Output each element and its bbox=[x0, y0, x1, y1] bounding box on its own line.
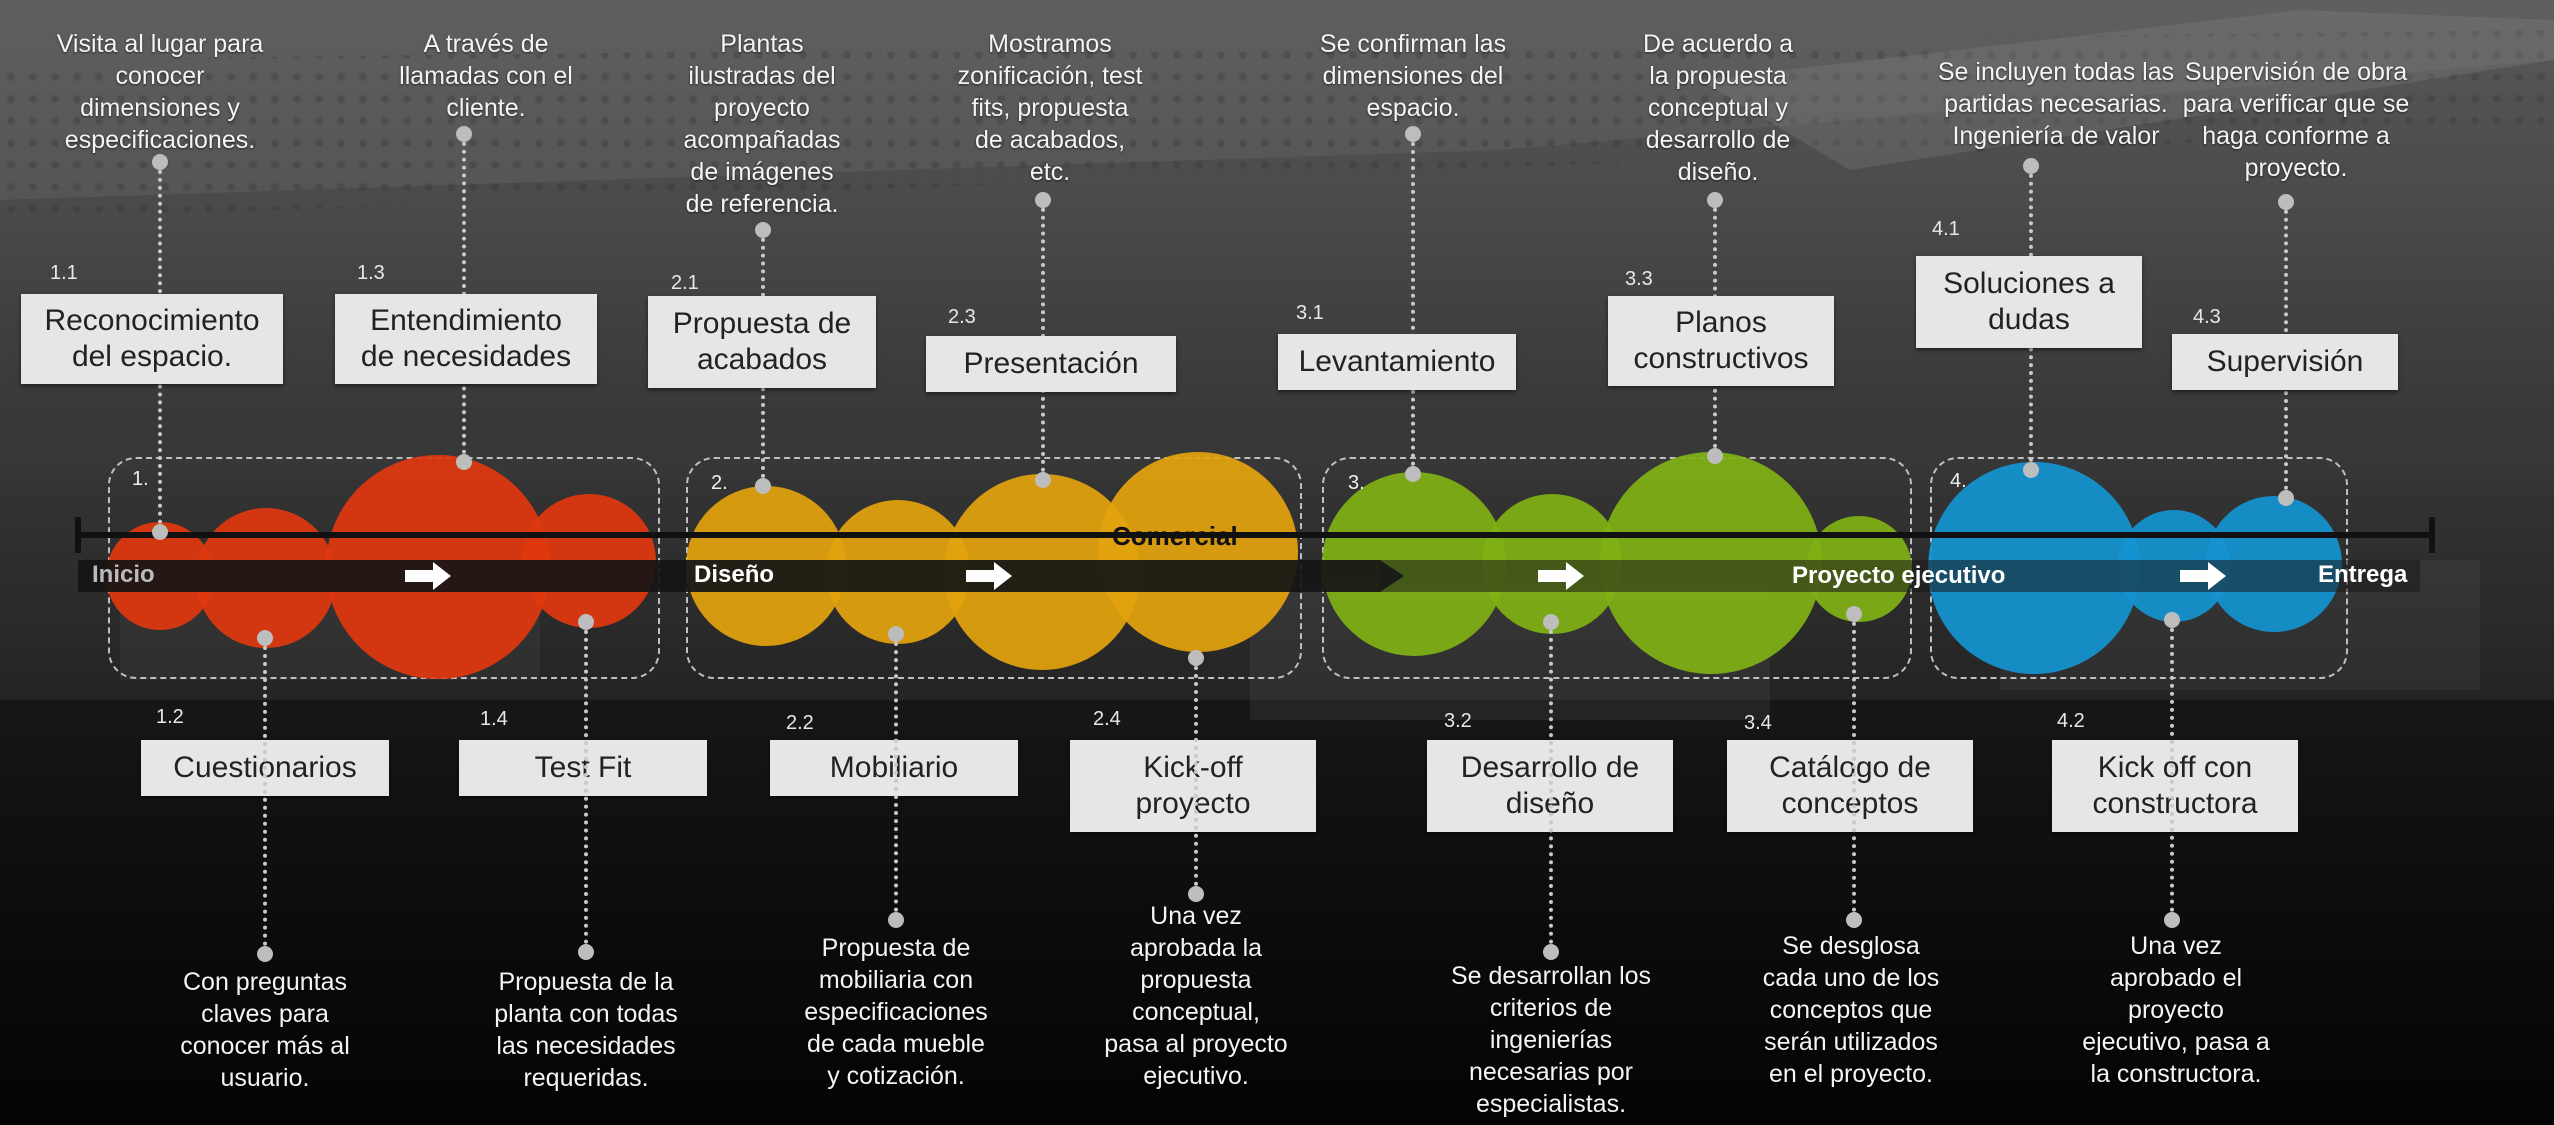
step-description: Plantas ilustradas del proyecto acompaña… bbox=[683, 30, 841, 218]
connector-line bbox=[1194, 658, 1198, 894]
step-number: 2.2 bbox=[786, 712, 814, 734]
step-title-box: Soluciones a dudas bbox=[1916, 256, 2142, 348]
connector-line bbox=[1549, 622, 1553, 952]
connector-line bbox=[263, 638, 267, 954]
connector-dot bbox=[1405, 466, 1421, 482]
step-number: 3.3 bbox=[1625, 268, 1653, 290]
step-description: Se desarrollan los criterios de ingenier… bbox=[1450, 962, 1652, 1118]
phase-2-circle bbox=[1098, 452, 1298, 652]
connector-dot bbox=[578, 614, 594, 630]
step-description: Una vez aprobada la propuesta conceptual… bbox=[1104, 902, 1288, 1090]
connector-dot bbox=[2278, 490, 2294, 506]
step-description: Se incluyen todas las partidas necesaria… bbox=[1937, 58, 2175, 150]
connector-dot bbox=[1846, 912, 1862, 928]
right-arrow-icon bbox=[966, 562, 1012, 590]
right-arrow-icon bbox=[405, 562, 451, 590]
step-number: 1.3 bbox=[357, 262, 385, 284]
connector-dot bbox=[1405, 126, 1421, 142]
step-number: 2.1 bbox=[671, 272, 699, 294]
step-number: 4.1 bbox=[1932, 218, 1960, 240]
step-number: 1.4 bbox=[480, 708, 508, 730]
step-number: 3.2 bbox=[1444, 710, 1472, 732]
step-description: Una vez aprobado el proyecto ejecutivo, … bbox=[2082, 932, 2270, 1088]
step-number: 3.4 bbox=[1744, 712, 1772, 734]
step-description: Propuesta de mobiliaria con especificaci… bbox=[804, 934, 988, 1090]
connector-dot bbox=[1707, 192, 1723, 208]
step-title-box: Planos constructivos bbox=[1608, 296, 1834, 386]
right-arrow-icon bbox=[2180, 562, 2226, 590]
step-title-box: Reconocimiento del espacio. bbox=[21, 294, 283, 384]
connector-dot bbox=[2164, 912, 2180, 928]
step-description: De acuerdo a la propuesta conceptual y d… bbox=[1642, 30, 1794, 186]
step-title-box: Kick-off proyecto bbox=[1070, 740, 1316, 832]
phase-number: 3. bbox=[1348, 472, 1365, 494]
step-title-box: Test Fit bbox=[459, 740, 707, 796]
connector-dot bbox=[1543, 944, 1559, 960]
step-description: Con preguntas claves para conocer más al… bbox=[180, 968, 350, 1092]
connector-dot bbox=[152, 524, 168, 540]
connector-dot bbox=[456, 454, 472, 470]
connector-dot bbox=[1707, 448, 1723, 464]
commercial-label: Comercial bbox=[1112, 521, 1238, 551]
design-band-label: Diseño bbox=[694, 561, 775, 588]
step-description: Propuesta de la planta con todas las nec… bbox=[494, 968, 678, 1092]
step-title-box: Kick off con constructora bbox=[2052, 740, 2298, 832]
step-number: 2.4 bbox=[1093, 708, 1121, 730]
connector-dot bbox=[257, 946, 273, 962]
connector-dot bbox=[1188, 886, 1204, 902]
connector-dot bbox=[152, 154, 168, 170]
connector-dot bbox=[578, 944, 594, 960]
connector-dot bbox=[755, 478, 771, 494]
phase-number: 1. bbox=[132, 468, 149, 490]
connector-dot bbox=[456, 126, 472, 142]
connector-dot bbox=[1543, 614, 1559, 630]
step-description: Visita al lugar para conocer dimensiones… bbox=[56, 30, 264, 154]
start-label: Inicio bbox=[92, 561, 155, 588]
step-number: 3.1 bbox=[1296, 302, 1324, 324]
step-number: 4.3 bbox=[2193, 306, 2221, 328]
connector-dot bbox=[755, 222, 771, 238]
connector-dot bbox=[1035, 472, 1051, 488]
step-number: 2.3 bbox=[948, 306, 976, 328]
connector-dot bbox=[1035, 192, 1051, 208]
connector-dot bbox=[2023, 462, 2039, 478]
step-number: 1.2 bbox=[156, 706, 184, 728]
step-description: Se confirman las dimensiones del espacio… bbox=[1319, 30, 1507, 122]
connector-line bbox=[1411, 134, 1415, 474]
connector-line bbox=[1852, 614, 1856, 920]
connector-line bbox=[894, 634, 898, 920]
step-description: Supervisión de obra para verificar que s… bbox=[2182, 58, 2410, 182]
connector-dot bbox=[2278, 194, 2294, 210]
step-title-box: Propuesta de acabados bbox=[648, 296, 876, 388]
connector-dot bbox=[2164, 612, 2180, 628]
connector-dot bbox=[2023, 158, 2039, 174]
step-title-box: Levantamiento bbox=[1278, 334, 1516, 390]
phase-number: 4. bbox=[1950, 470, 1967, 492]
step-number: 4.2 bbox=[2057, 710, 2085, 732]
connector-dot bbox=[1846, 606, 1862, 622]
step-title-box: Entendimiento de necesidades bbox=[335, 294, 597, 384]
connector-line bbox=[2170, 620, 2174, 920]
right-arrow-icon bbox=[1538, 562, 1584, 590]
connector-dot bbox=[257, 630, 273, 646]
step-description: A través de llamadas con el cliente. bbox=[399, 30, 573, 122]
step-title-box: Supervisión bbox=[2172, 334, 2398, 390]
connector-dot bbox=[888, 626, 904, 642]
step-number: 1.1 bbox=[50, 262, 78, 284]
connector-dot bbox=[888, 912, 904, 928]
step-title-box: Presentación bbox=[926, 336, 1176, 392]
connector-dot bbox=[1188, 650, 1204, 666]
step-description: Mostramos zonificación, test fits, propu… bbox=[957, 30, 1143, 186]
phase-number: 2. bbox=[711, 472, 728, 494]
step-description: Se desglosa cada uno de los conceptos qu… bbox=[1762, 932, 1940, 1088]
step-title-box: Catálogo de conceptos bbox=[1727, 740, 1973, 832]
end-label: Entrega bbox=[2318, 561, 2408, 588]
executive-band-label: Proyecto ejecutivo bbox=[1792, 562, 2006, 589]
connector-line bbox=[584, 622, 588, 952]
